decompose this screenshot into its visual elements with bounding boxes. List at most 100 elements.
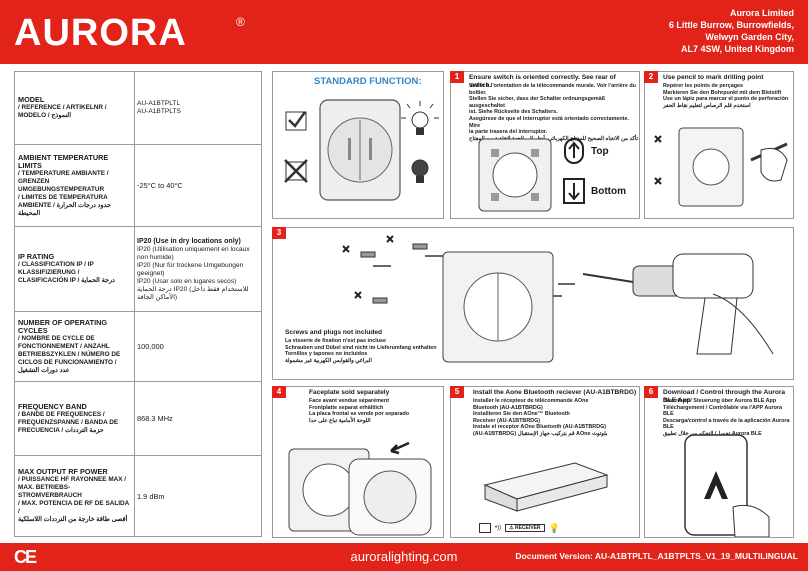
step-title: Faceplate sold separately	[309, 389, 390, 396]
step-text-line: la parte trasera del interruptor.	[469, 129, 548, 136]
spec-label-sub: / NOMBRE DE CYCLE DE	[18, 334, 95, 342]
step-text-line: ist. Siehe Rückseite des Schalters.	[469, 109, 558, 116]
bulb-on-icon	[401, 101, 439, 135]
step-text-line: اللوحة الأمامية تباع على حدا	[309, 417, 371, 424]
spec-value-line: 868.3 MHz	[137, 414, 173, 423]
registered-mark: ®	[236, 15, 245, 29]
spec-label-main: FREQUENCY BAND	[18, 401, 87, 411]
spec-row-model: MODEL / REFERENCE / ARTIKELNR / MODELO /…	[15, 72, 261, 145]
brand-name: AURORA	[14, 12, 187, 52]
spec-label-sub: / CLASSIFICATION IP / IP	[18, 261, 94, 268]
cross-icon	[284, 159, 308, 183]
marking-illustration	[654, 127, 788, 207]
switch-plate-graphic	[319, 99, 401, 201]
spec-row-operating-cycles: NUMBER OF OPERATING CYCLES / NOMBRE DE C…	[15, 312, 261, 382]
step-text: Veiller à l'orientation de la télécomman…	[469, 83, 639, 142]
spec-label-sub: BETRIEBSZYKLEN / NÚMERO DE	[18, 350, 121, 358]
spec-label-main: MAX OUTPUT RF POWER	[18, 467, 108, 476]
switch-icon	[479, 523, 491, 533]
step-number-badge: 4	[272, 386, 286, 398]
spec-label-main: MODEL	[18, 95, 45, 104]
step-text-line: Schrauben und Dübel sind nicht im Liefer…	[285, 344, 437, 351]
drill-cross-icon	[354, 291, 362, 299]
lamp-icon: 💡	[548, 522, 560, 533]
warning-icon: ⚠	[509, 525, 514, 531]
address-line: Welwyn Garden City,	[705, 32, 794, 42]
insert-arrow-icon	[390, 441, 410, 455]
drill-cross-icon	[386, 235, 394, 243]
spec-value-line: IP20 (Usar solo en lugares secos)	[137, 277, 237, 285]
spec-label: IP RATING / CLASSIFICATION IP / IP KLASS…	[18, 227, 132, 311]
step-text-line: Repérer les points de perçages	[663, 83, 743, 89]
spec-row-temperature: AMBIENT TEMPERATURE LIMITS / TEMPERATURE…	[15, 145, 261, 227]
spec-label-sub: عدد دورات التشغيل	[18, 366, 70, 374]
address-line: 6 Little Burrow, Burrowfields,	[668, 20, 794, 30]
spec-label: MAX OUTPUT RF POWER / PUISSANCE HF RAYON…	[18, 456, 132, 536]
standard-function-title: STANDARD FUNCTION:	[314, 76, 422, 87]
step-text: Installer le récepteur de télécommande A…	[473, 398, 639, 438]
hand-graphic	[732, 504, 770, 537]
website-link[interactable]: auroralighting.com	[350, 549, 458, 564]
spec-label-main: AMBIENT TEMPERATURE LIMITS	[18, 152, 109, 170]
spec-label-sub: MAX. BETRIEBS-STROMVERBRAUCH	[18, 484, 82, 499]
step-text-line: La placa frontal se vende por separado	[309, 411, 410, 418]
document-version: Document Version: AU-A1BTPLTL_A1BTPLTS_V…	[515, 551, 798, 561]
step-text-line: Markieren Sie den Bohrpunkt mit dem Blei…	[663, 89, 782, 96]
spec-value-line: AU-A1BTPLTL	[137, 100, 181, 107]
step-text-line: Téléchargement / Contrôlable via l'APP A…	[663, 404, 783, 418]
wall-plug-icons	[360, 243, 428, 304]
step-text: Face avant vendue séparément Frontplatte…	[309, 398, 444, 424]
up-arrow-icon	[564, 138, 584, 164]
spec-label-sub: KLASSIFIZIERUNG /	[18, 269, 80, 276]
footer-bar: CE auroralighting.com Document Version: …	[0, 543, 808, 571]
faceplate-illustration	[288, 441, 432, 536]
spec-label-sub: CICLOS DE FUNCIONAMIENTO /	[18, 358, 117, 366]
step-title: Use pencil to mark drilling point	[663, 74, 764, 81]
spec-row-ip-rating: IP RATING / CLASSIFICATION IP / IP KLASS…	[15, 227, 261, 312]
step-text-line: البراغي والقوابس الكهربية غير مشمولة	[285, 357, 372, 364]
spec-label-sub: / TEMPERATURE AMBIANTE /	[18, 169, 109, 177]
spec-value-line: IP20 (Nur für trockene Umgebungen geeign…	[137, 261, 244, 277]
step-number-badge: 1	[450, 71, 464, 83]
backplate-graphic	[478, 138, 552, 212]
top-label: Top	[591, 146, 609, 157]
step-text-line: La visserie de fixation n'est pas inclus…	[285, 338, 387, 344]
spec-label-sub: CLASIFICACIÓN IP / درجة الحماية	[18, 277, 115, 284]
aurora-app-icon	[704, 471, 728, 499]
spec-label-sub: أقصى طاقة خارجة من الترددات اللاسلكية	[18, 516, 128, 523]
step-text-line: Download / Steuerung über Aurora BLE App	[663, 398, 777, 404]
step-number-badge: 3	[272, 227, 286, 239]
step-2-panel: 2 Use pencil to mark drilling point Repé…	[644, 71, 794, 219]
spec-value: -25°C to 40°C	[137, 145, 258, 226]
step-text-line: Veiller à l'orientation de la télécomman…	[469, 83, 636, 96]
spec-label-sub: MODELO / النموذج	[18, 112, 71, 119]
spec-value: AU-A1BTPLTL AU-A1BTPLTS	[137, 72, 258, 144]
hand-graphic	[760, 147, 788, 182]
step-5-panel: 5 Install the Aone Bluetooth reciever (A…	[450, 386, 640, 538]
step-text: Download / Steuerung über Aurora BLE App…	[663, 398, 793, 438]
step-text-line: Instale el receptor AOne Bluetooth (AU-A…	[473, 424, 607, 431]
spec-label: AMBIENT TEMPERATURE LIMITS / TEMPERATURE…	[18, 145, 132, 226]
receiver-label: RECEIVER	[514, 525, 541, 531]
step-text-line: Asegúrese de que el interruptor está ori…	[469, 115, 629, 129]
step-text-line: Use un lápiz para marcar el punto de per…	[663, 96, 789, 103]
step-text-line: تأكد من الاتجاه الصحيح للمفتاح الكهربائي…	[469, 135, 639, 142]
spec-value: 1.9 dBm	[137, 456, 258, 536]
step-4-panel: 4 Faceplate sold separately Face avant v…	[272, 386, 444, 538]
spec-value-line: IP20 (Use in dry locations only)	[137, 237, 241, 245]
spec-label-main: IP RATING	[18, 252, 55, 261]
step-text-line: Installieren Sie den AOne™ Bluetooth	[473, 411, 570, 418]
step-text-line: Bluetooth (AU-A1BTBRDG)	[473, 404, 543, 411]
step-1-panel: 1 Ensure switch is oriented correctly. S…	[450, 71, 640, 219]
spec-value-line: -25°C to 40°C	[137, 181, 183, 190]
spec-value-line: 1.9 dBm	[137, 491, 165, 501]
spec-value-line: AU-A1BTPLTS	[137, 108, 181, 115]
spec-label-sub: FRECUENCIA / حزمة الترددات	[18, 426, 104, 434]
step-text-line: Receiver (AU-A1BTBRDG)	[473, 417, 541, 424]
spec-label-sub: / REFERENCE / ARTIKELNR /	[18, 104, 107, 111]
spec-label-sub: / LIMITES DE TEMPERATURA	[18, 193, 108, 201]
spec-value: 100,000	[137, 312, 258, 381]
company-address: Aurora Limited 6 Little Burrow, Burrowfi…	[669, 7, 794, 55]
aurora-logo: AURORA ®	[14, 12, 245, 52]
spec-label: FREQUENCY BAND / BANDE DE FREQUENCES / F…	[18, 382, 132, 455]
